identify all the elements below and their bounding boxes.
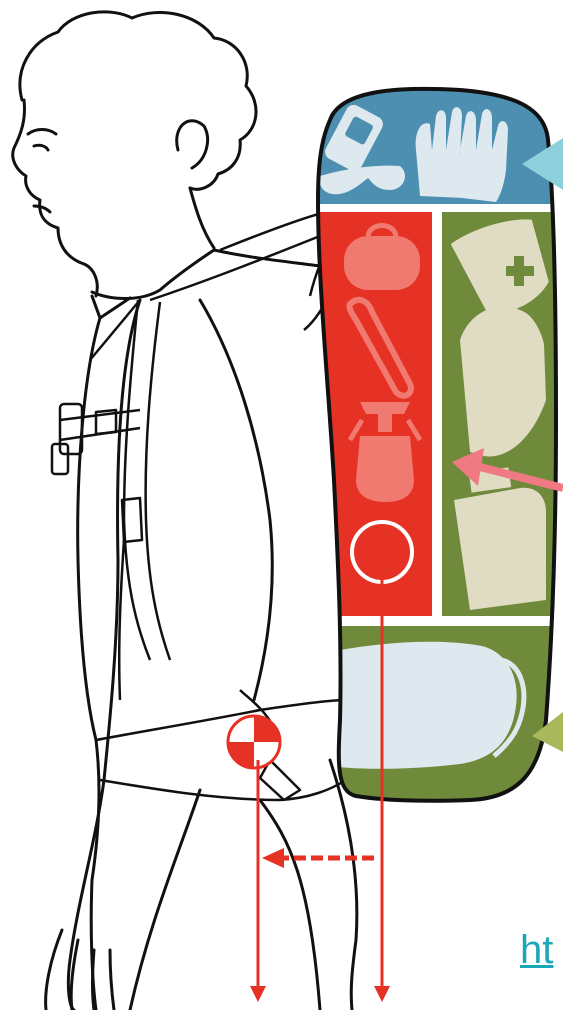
hiker-ear — [177, 121, 208, 168]
gravity-line-hip — [250, 760, 266, 1002]
sleeping-bag-icon — [330, 642, 524, 769]
hip-center-of-gravity-icon — [228, 716, 280, 768]
backpack-harness — [52, 210, 346, 800]
source-link[interactable]: ht — [520, 930, 553, 970]
hiker-face — [13, 100, 98, 296]
hiker-collar — [92, 250, 214, 299]
chest-buckle — [60, 404, 82, 454]
hip-belt — [96, 700, 346, 800]
shift-arrow — [262, 848, 374, 868]
hiker-hair — [20, 12, 256, 189]
hiker-leg-back — [330, 760, 357, 1010]
hiker-hand — [46, 930, 114, 1010]
hiker-leg-front — [130, 790, 200, 1010]
